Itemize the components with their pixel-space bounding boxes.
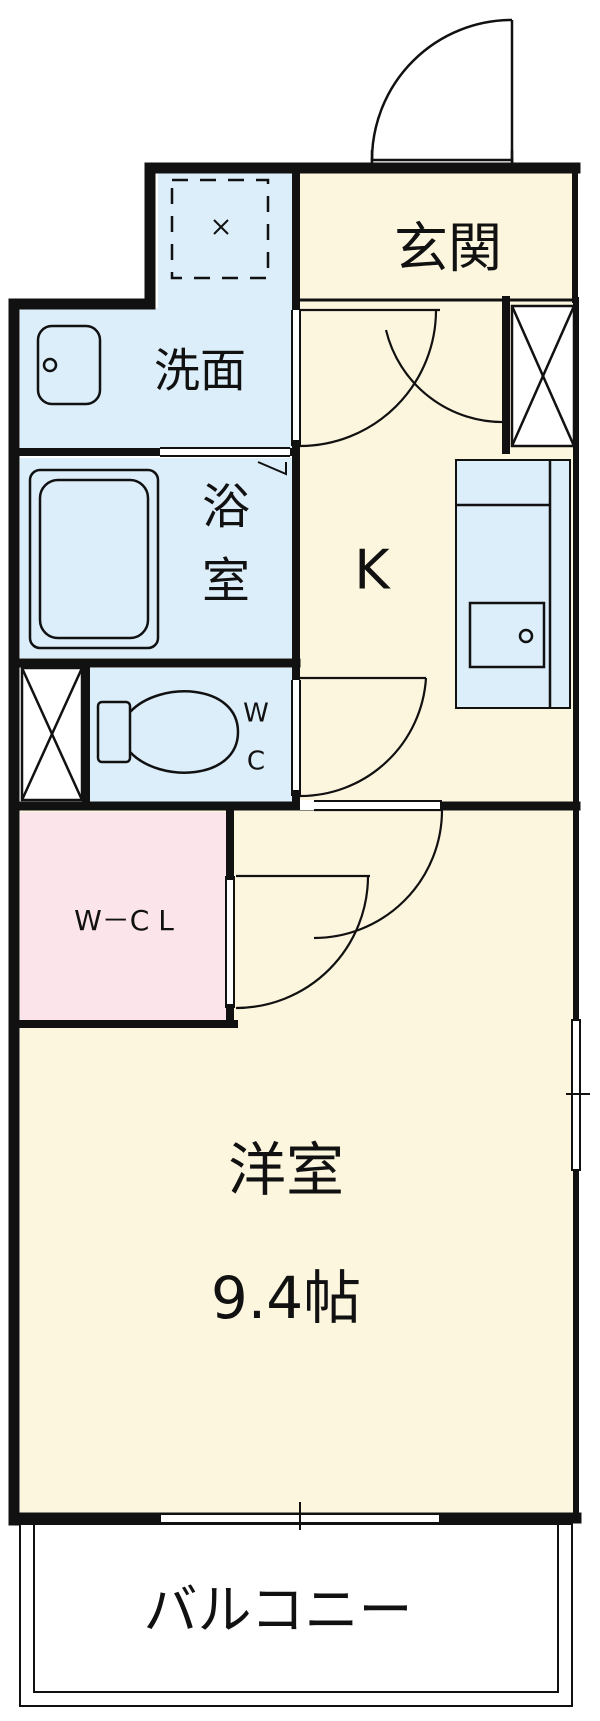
washer-x-icon bbox=[213, 219, 229, 235]
balcony bbox=[19, 1523, 573, 1707]
label-yoku-1: 浴 bbox=[202, 479, 250, 535]
label-balcony: バルコニー bbox=[144, 1579, 413, 1642]
shoe-closet bbox=[510, 304, 576, 448]
label-size: 9.4帖 bbox=[211, 1264, 361, 1332]
wc-area bbox=[90, 668, 293, 803]
kitchen-fixtures bbox=[456, 460, 552, 708]
kitchen-counter bbox=[455, 459, 571, 709]
label-senmen: 洗面 bbox=[154, 344, 246, 398]
wall-openings bbox=[160, 310, 440, 1004]
wash-basin-icon bbox=[36, 324, 102, 406]
labels: 玄関 洗面 浴 室 K W C W－C L 洋室 9.4帖 バルコニー bbox=[74, 217, 502, 1642]
toilet-icon bbox=[96, 690, 240, 774]
label-wc-1: W bbox=[243, 699, 269, 729]
entrance-door bbox=[370, 18, 514, 170]
washer-space bbox=[170, 178, 270, 280]
label-kitchen: K bbox=[354, 539, 391, 602]
label-genkan: 玄関 bbox=[394, 217, 502, 280]
bath-door-triangle bbox=[257, 461, 287, 476]
label-wcl: W－C L bbox=[74, 904, 174, 937]
senmen-area bbox=[20, 308, 293, 448]
label-yoku-2: 室 bbox=[202, 553, 250, 609]
side-closet bbox=[20, 666, 84, 802]
label-wc-2: C bbox=[247, 747, 265, 777]
genkan-area bbox=[300, 168, 576, 300]
washroom-area bbox=[158, 168, 293, 308]
label-yoshitsu: 洋室 bbox=[228, 1136, 344, 1204]
hall-area bbox=[233, 805, 576, 1030]
walls bbox=[8, 162, 582, 1526]
bathtub-icon bbox=[28, 468, 160, 650]
closet-area bbox=[20, 812, 228, 1020]
bath-area bbox=[20, 458, 293, 658]
opening-jambs bbox=[160, 310, 442, 1008]
